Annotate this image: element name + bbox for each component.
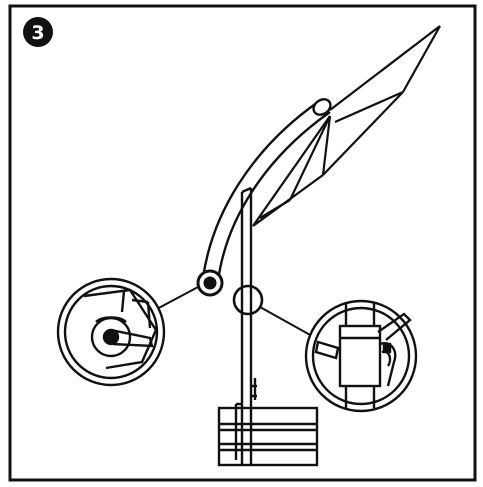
callout-leader-lines (154, 286, 313, 337)
step-number: 3 (31, 22, 44, 44)
clamp-detail-callout (304, 299, 418, 413)
step-badge: 3 (23, 17, 53, 47)
crank-detail-callout (56, 277, 166, 387)
pivot-joint (196, 269, 224, 297)
umbrella-canopy (252, 25, 441, 227)
umbrella-pole (234, 186, 257, 465)
clamp-ring (232, 284, 264, 316)
base-weight (217, 406, 319, 467)
curved-arm (201, 98, 332, 282)
